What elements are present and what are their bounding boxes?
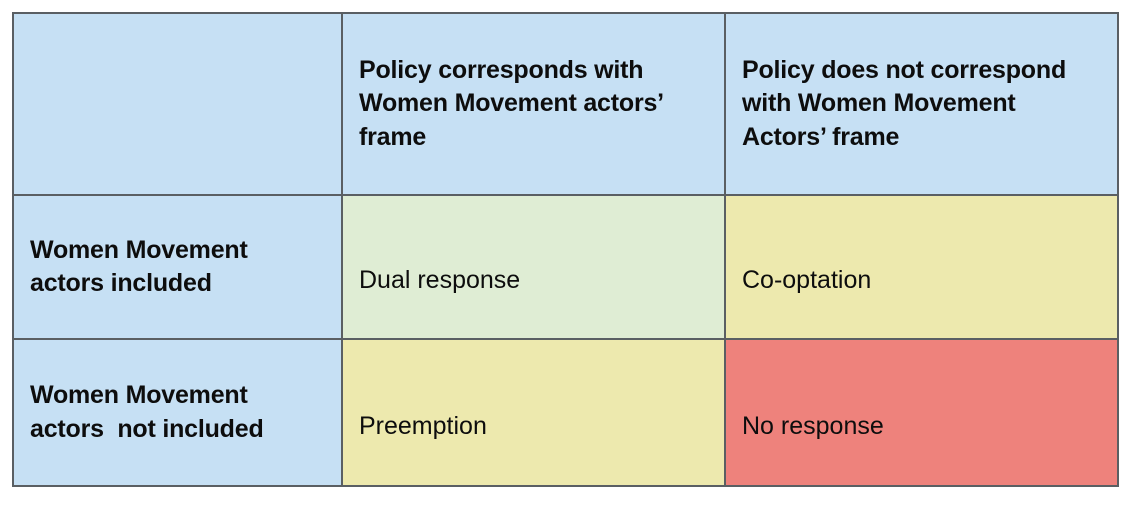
- matrix-row-actors-not-included: Women Movement actors not included Preem…: [12, 338, 1119, 487]
- cell-co-optation: Co-optation: [724, 194, 1119, 340]
- cell-preemption: Preemption: [341, 338, 726, 487]
- cell-no-response-label: No response: [742, 411, 884, 440]
- cell-co-optation-label: Co-optation: [742, 266, 872, 295]
- row-header-actors-not-included-label: Women Movement actors not included: [30, 381, 264, 443]
- column-header-corresponds-label: Policy corresponds with Women Movement a…: [359, 56, 670, 151]
- column-header-does-not-correspond: Policy does not correspond with Women Mo…: [724, 12, 1119, 196]
- column-header-does-not-correspond-label: Policy does not correspond with Women Mo…: [742, 56, 1073, 151]
- cell-preemption-label: Preemption: [359, 411, 487, 440]
- column-header-corresponds: Policy corresponds with Women Movement a…: [341, 12, 726, 196]
- row-header-actors-included-label: Women Movement actors included: [30, 235, 255, 297]
- matrix-row-actors-included: Women Movement actors included Dual resp…: [12, 194, 1119, 340]
- matrix-corner-cell: [12, 12, 343, 196]
- cell-no-response: No response: [724, 338, 1119, 487]
- cell-dual-response-label: Dual response: [359, 266, 521, 295]
- matrix-table-container: Policy corresponds with Women Movement a…: [12, 12, 1119, 487]
- row-header-actors-included: Women Movement actors included: [12, 194, 343, 340]
- matrix-header-row: Policy corresponds with Women Movement a…: [12, 12, 1119, 196]
- row-header-actors-not-included: Women Movement actors not included: [12, 338, 343, 487]
- policy-response-matrix: Policy corresponds with Women Movement a…: [12, 12, 1119, 487]
- cell-dual-response: Dual response: [341, 194, 726, 340]
